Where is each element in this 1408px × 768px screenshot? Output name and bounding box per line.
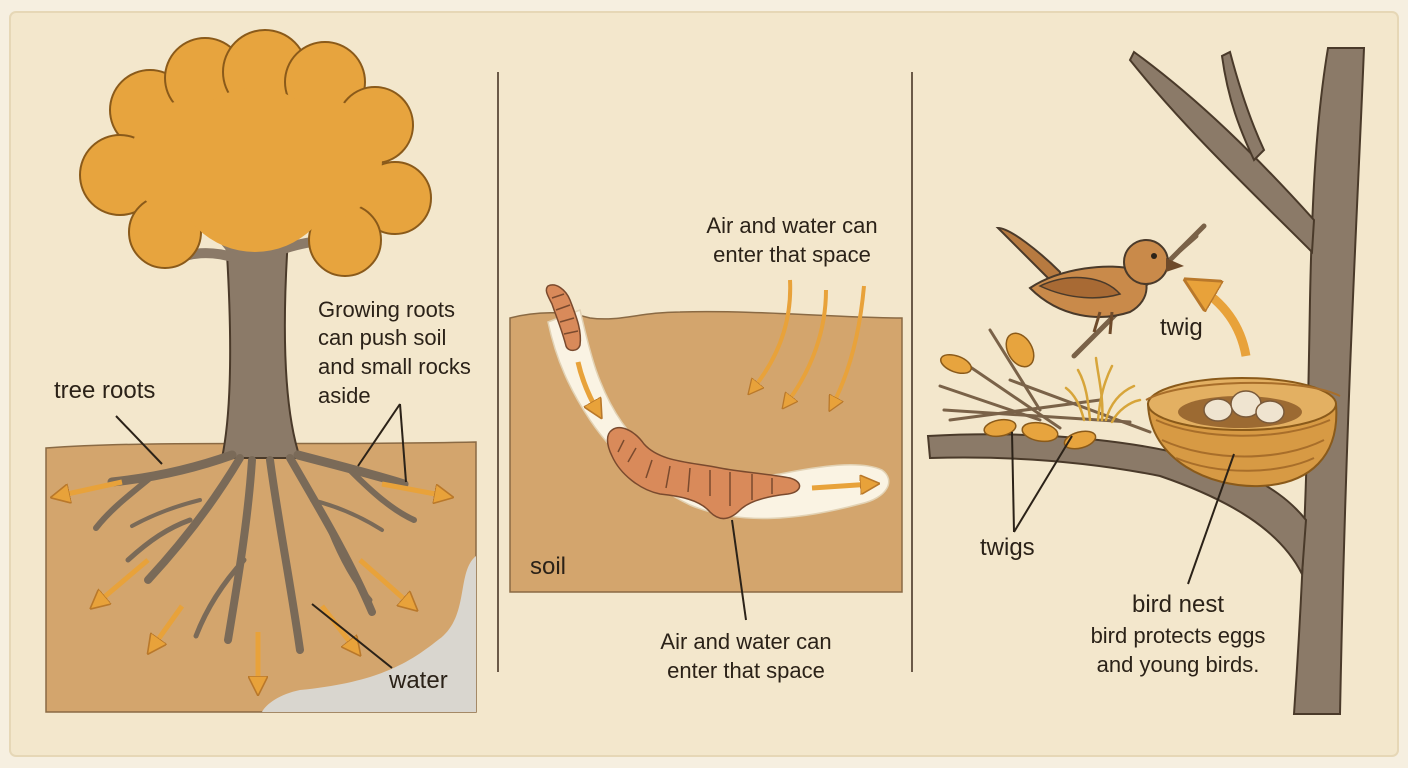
bird-nest-caption-line1: bird protects eggs	[1090, 623, 1266, 648]
twig-arrow	[1196, 286, 1251, 357]
upper-branch-fork	[1220, 50, 1266, 162]
air-water-top-line2: enter that space	[713, 242, 871, 267]
air-water-top-line1: Air and water can	[706, 213, 878, 238]
water-label: water	[389, 667, 448, 694]
bird-nest-caption-line2: and young birds.	[1096, 652, 1260, 677]
twig-label: twig	[1160, 314, 1203, 341]
worm-panel	[509, 279, 903, 621]
water-area	[262, 556, 476, 712]
root-growth-arrows	[58, 479, 446, 688]
growing-roots-line2: can push soil	[318, 325, 447, 350]
leaves	[939, 332, 1097, 450]
soil-label: soil	[530, 553, 567, 580]
air-water-bottom-line2: enter that space	[667, 658, 825, 683]
upper-branch	[1128, 50, 1316, 255]
growing-roots-line1: Growing roots	[318, 297, 455, 322]
nest-leader-lines	[1011, 431, 1235, 585]
tree-root-system	[93, 450, 417, 654]
air-water-bottom-line1: Air and water can	[660, 629, 832, 654]
earthworm-bottom	[606, 426, 801, 520]
air-water-arrows	[752, 279, 866, 406]
eggs	[1203, 390, 1285, 424]
tree-canopy	[79, 29, 432, 277]
worm-path-arrows	[575, 361, 872, 488]
tree-panel	[45, 29, 477, 713]
growing-roots-line3: and small rocks	[318, 354, 471, 379]
tree-leader-lines	[115, 403, 407, 669]
bird	[995, 226, 1184, 335]
earthworm-top	[545, 284, 582, 352]
twigs-label: twigs	[980, 534, 1035, 561]
dry-grass	[1064, 356, 1142, 424]
tree-trunk-right	[1292, 47, 1366, 715]
tree-roots-label: tree roots	[54, 377, 156, 404]
bird-nest-label: bird nest	[1131, 591, 1225, 618]
growing-roots-line4: aside	[318, 383, 371, 408]
nest-panel	[926, 47, 1366, 715]
worm-leader-line	[731, 519, 747, 621]
bird-nest	[1145, 377, 1341, 488]
